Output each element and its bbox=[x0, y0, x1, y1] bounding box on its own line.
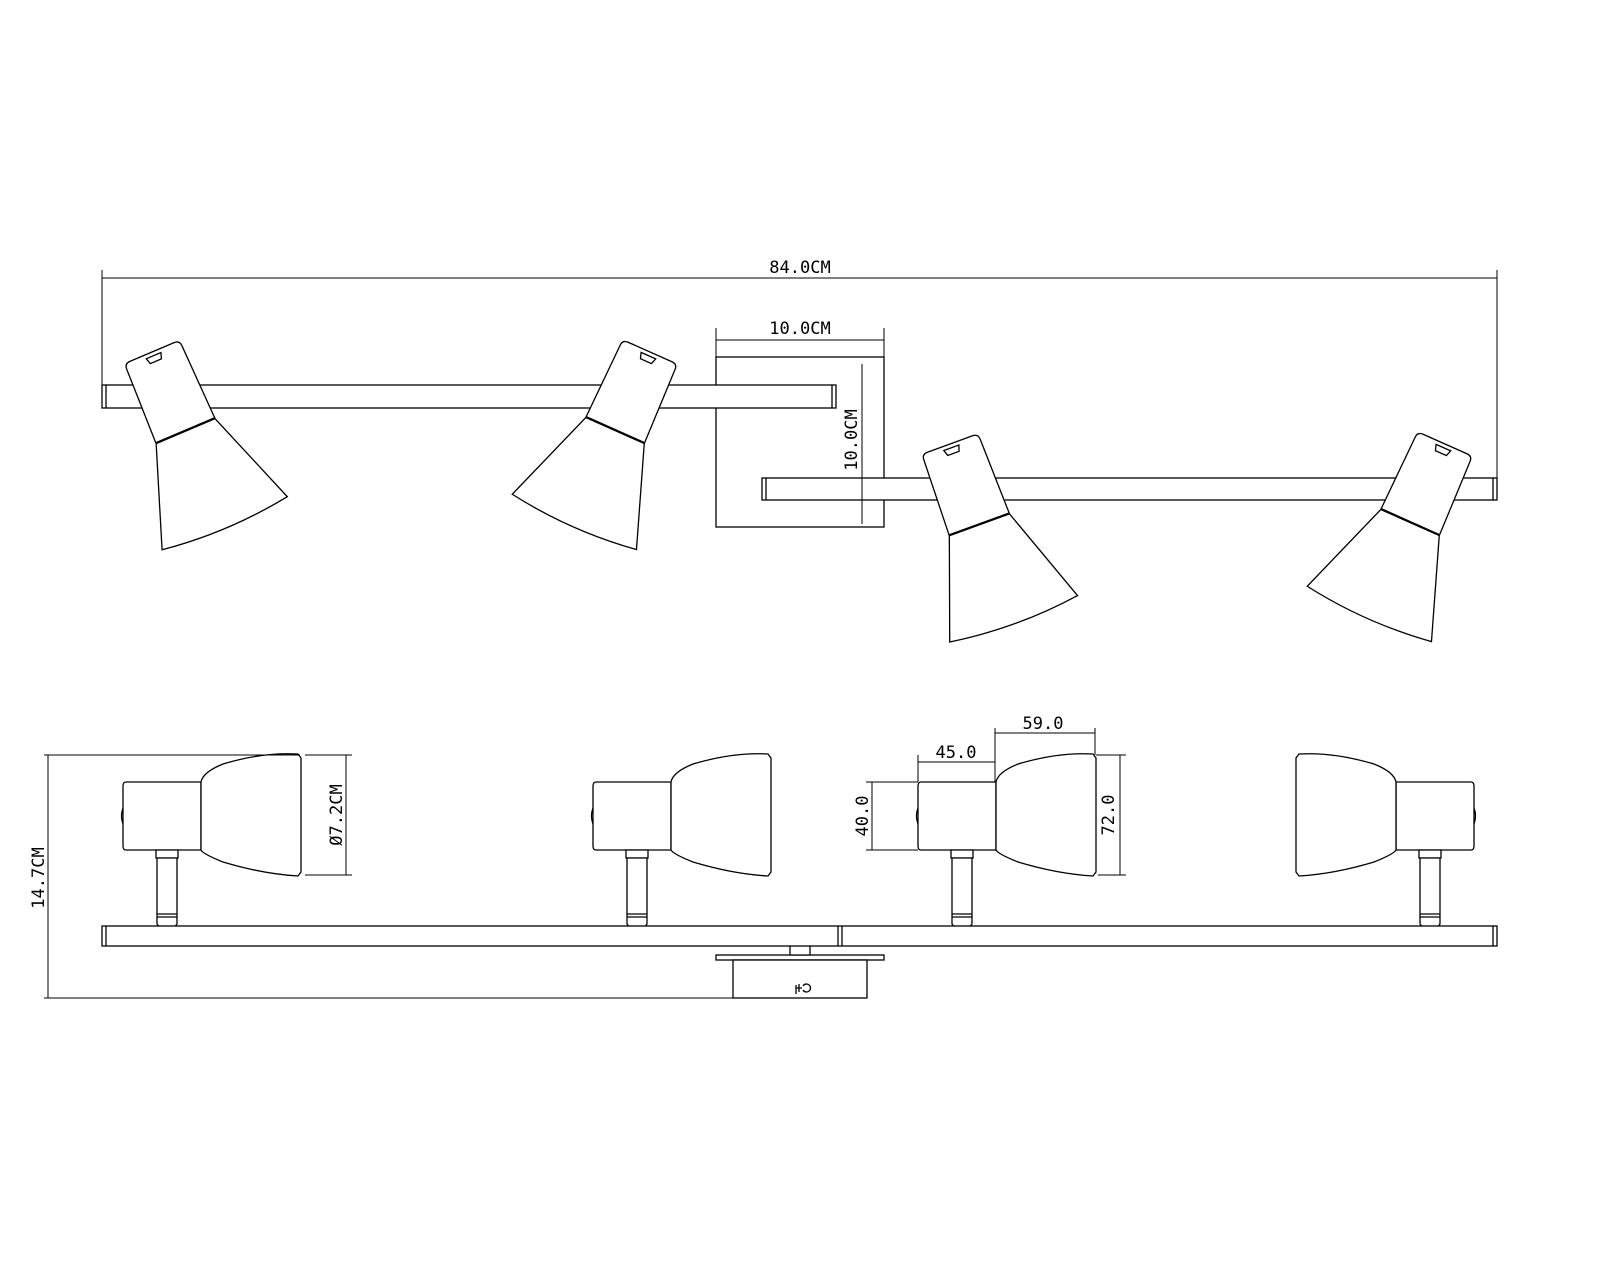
spotlight-4 bbox=[1304, 415, 1508, 647]
spotlight-side-3 bbox=[915, 753, 1097, 932]
bar-side bbox=[101, 925, 1498, 947]
dim-shade-length: 59.0 bbox=[1023, 714, 1064, 734]
dim-overall-length: 84.0CM bbox=[769, 258, 830, 278]
dim-shade-height: 72.0 bbox=[1099, 795, 1119, 836]
spotlight-1 bbox=[88, 324, 290, 556]
dim-canopy-height: 10.0CM bbox=[842, 409, 862, 470]
spotlight-2 bbox=[509, 323, 713, 555]
dim-body-height: 40.0 bbox=[853, 796, 873, 837]
spotlight-side-2 bbox=[590, 753, 772, 932]
dim-overall-height: 14.7CM bbox=[29, 847, 49, 908]
spotlight-side-1 bbox=[120, 753, 302, 932]
dim-body-length: 45.0 bbox=[936, 743, 977, 763]
spotlight-side-4 bbox=[1295, 753, 1477, 932]
side-view: 14.7CM Ø7.2CM 40.0 72.0 45.0 59.0 bbox=[29, 714, 1498, 999]
dim-shade-diameter: Ø7.2CM bbox=[327, 784, 347, 845]
top-view: 84.0CM 10.0CM 10.0CM bbox=[88, 258, 1508, 648]
canopy-plate-side bbox=[715, 954, 885, 961]
bar-upper bbox=[101, 384, 837, 409]
spotlight-3 bbox=[885, 420, 1080, 648]
dim-canopy-width: 10.0CM bbox=[769, 319, 830, 339]
canopy-box bbox=[732, 959, 868, 999]
